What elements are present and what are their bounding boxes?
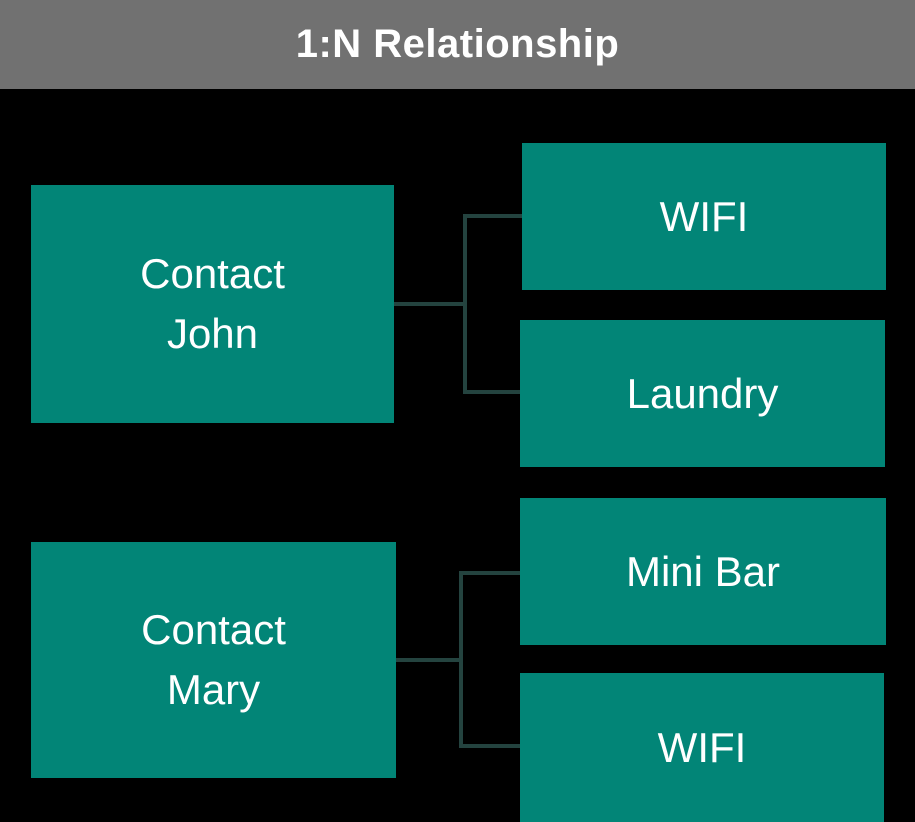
node-contact-john: Contact John: [31, 185, 394, 423]
node-wifi-john: WIFI: [522, 143, 886, 290]
node-wifi-mary: WIFI: [520, 673, 884, 822]
connector-mary-stem: [396, 658, 463, 662]
title-bar: 1:N Relationship: [0, 0, 915, 89]
connector-mary-to-wifi: [459, 744, 520, 748]
connector-john-spine: [463, 214, 467, 394]
diagram-title: 1:N Relationship: [295, 22, 620, 66]
connector-john-to-laundry: [463, 390, 520, 394]
node-contact-mary: Contact Mary: [31, 542, 396, 778]
node-mini-bar: Mini Bar: [520, 498, 886, 645]
connector-mary-to-minibar: [459, 571, 520, 575]
connector-john-stem: [394, 302, 467, 306]
connector-john-to-wifi: [463, 214, 522, 218]
node-laundry: Laundry: [520, 320, 885, 467]
connector-mary-spine: [459, 571, 463, 748]
